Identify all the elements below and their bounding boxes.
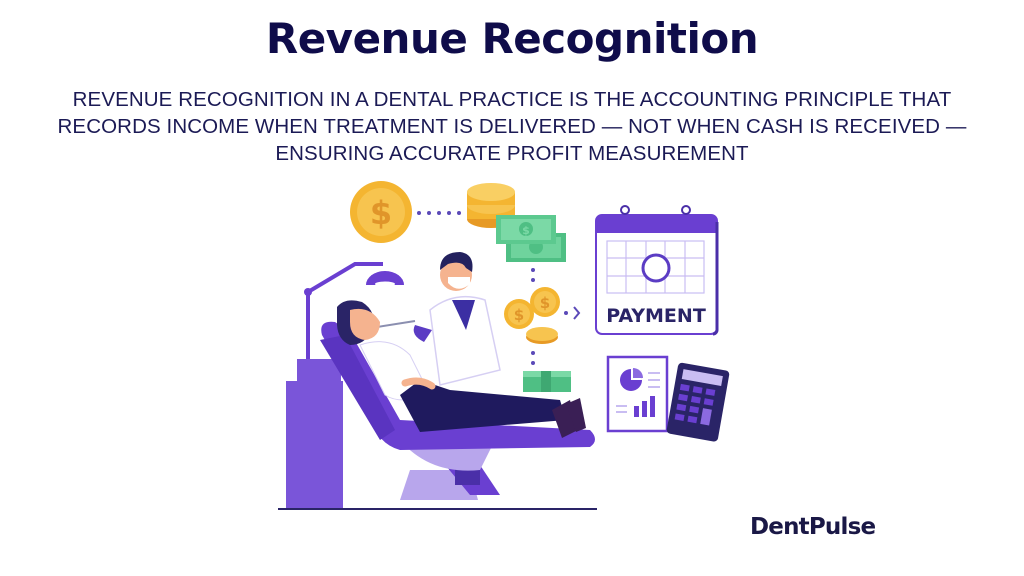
page-title: Revenue Recognition [265,14,759,63]
dentpulse-logo: DentPulse [750,514,876,540]
svg-text:$: $ [540,294,550,312]
svg-text:$: $ [522,224,530,237]
dollar-coin-icon: $ [350,181,412,243]
calendar-payment-label: PAYMENT [606,305,706,327]
cash-bundle-icon [523,371,571,392]
calendar-icon: PAYMENT [595,205,719,336]
svg-text:$: $ [514,306,524,324]
dotted-connector [417,211,461,215]
dental-chair-scene [278,252,597,510]
page-subtitle: REVENUE RECOGNITION IN A DENTAL PRACTICE… [57,88,967,165]
svg-text:$: $ [370,194,392,232]
falling-coins-icon: $ $ [504,287,560,344]
report-chart-icon [606,355,669,433]
banknotes-icon: $ [496,215,566,262]
calculator-icon [666,362,730,442]
